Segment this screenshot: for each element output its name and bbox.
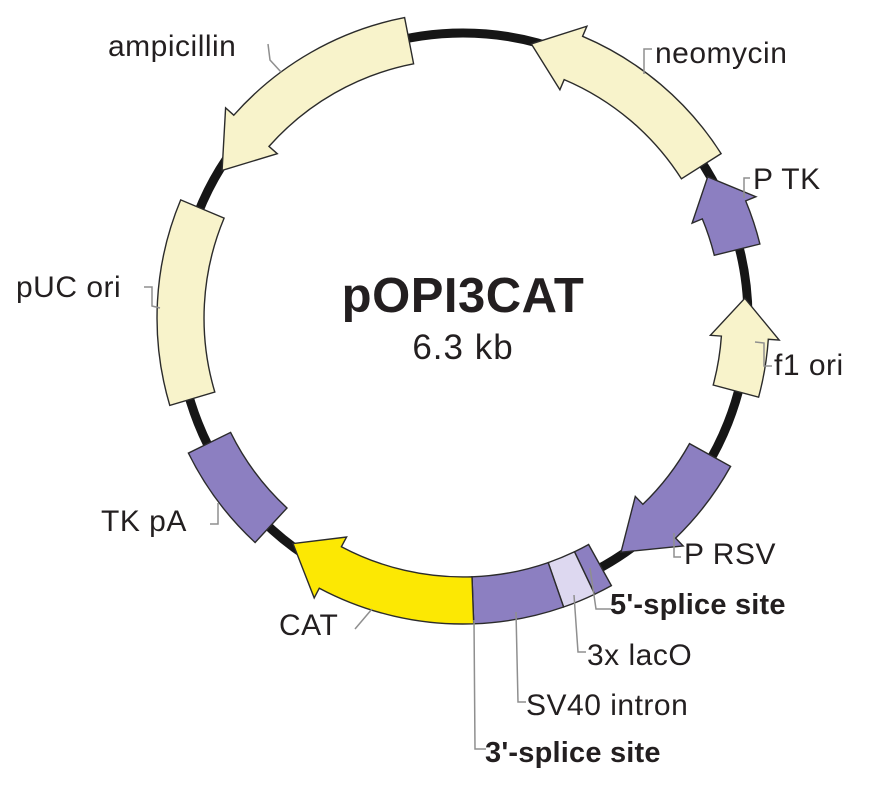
neomycin-label: neomycin	[655, 37, 788, 70]
laco-label: 3x lacO	[587, 639, 693, 672]
splice5-segment	[573, 543, 613, 596]
sv40-leader-line	[515, 611, 526, 703]
title-block: pOPI3CAT 6.3 kb	[213, 268, 713, 368]
f1-ori-arrow	[708, 297, 781, 399]
cat-arrow	[292, 536, 475, 625]
tk-pa-leader-line	[210, 503, 219, 525]
splice5-leader-line	[589, 567, 611, 610]
tk-pa-label: TK pA	[101, 505, 187, 538]
ampicillin-label: ampicillin	[108, 30, 237, 63]
puc-ori-segment	[156, 198, 226, 407]
p-tk-arrow	[690, 175, 761, 257]
tk-pa-segment	[187, 431, 288, 544]
ampicillin-leader-line	[267, 43, 282, 73]
f1-ori-leader-line	[754, 341, 772, 367]
neomycin-leader-line	[643, 48, 652, 74]
leader-lines-layer	[144, 43, 772, 750]
puc-ori-label: pUC ori	[16, 271, 122, 304]
p-tk-leader-line	[743, 177, 750, 198]
splice3-leader-line	[473, 619, 486, 750]
laco-leader-line	[573, 594, 586, 653]
ampicillin-arrow	[221, 16, 415, 172]
features-layer	[156, 16, 781, 625]
cat-leader-line	[354, 608, 373, 630]
plasmid-title: pOPI3CAT	[341, 269, 585, 323]
neomycin-arrow	[530, 25, 723, 180]
f1-ori-label: f1 ori	[774, 349, 844, 382]
splice5-label: 5'-splice site	[610, 589, 786, 621]
splice3-label: 3'-splice site	[485, 737, 661, 769]
p-rsv-label: P RSV	[684, 538, 776, 571]
p-rsv-leader-line	[673, 533, 681, 558]
plasmid-size: 6.3 kb	[412, 328, 514, 367]
p-tk-label: P TK	[753, 163, 821, 196]
p-rsv-arrow	[620, 442, 732, 553]
cat-label: CAT	[279, 609, 339, 642]
sv40-intron-label: SV40 intron	[526, 689, 689, 722]
sv40-intron-segment	[471, 561, 565, 625]
puc-ori-leader-line	[144, 286, 161, 309]
